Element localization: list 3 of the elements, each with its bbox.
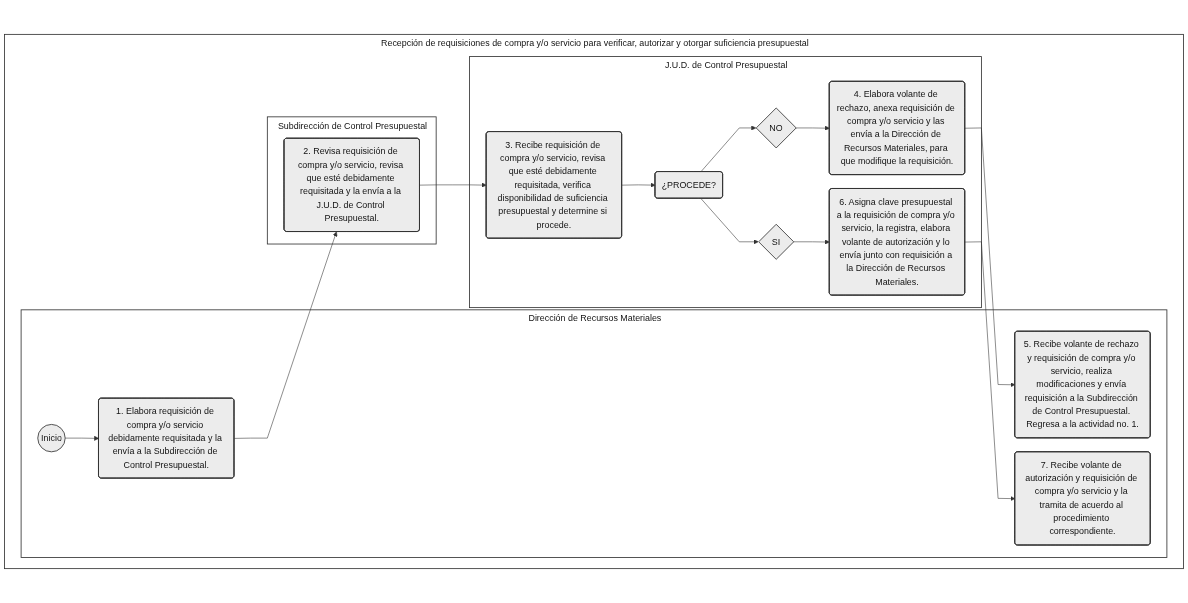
node-circle: Inicio: [37, 424, 66, 453]
node-diamond: NO: [755, 107, 797, 149]
node-diamond: SI: [758, 223, 795, 260]
